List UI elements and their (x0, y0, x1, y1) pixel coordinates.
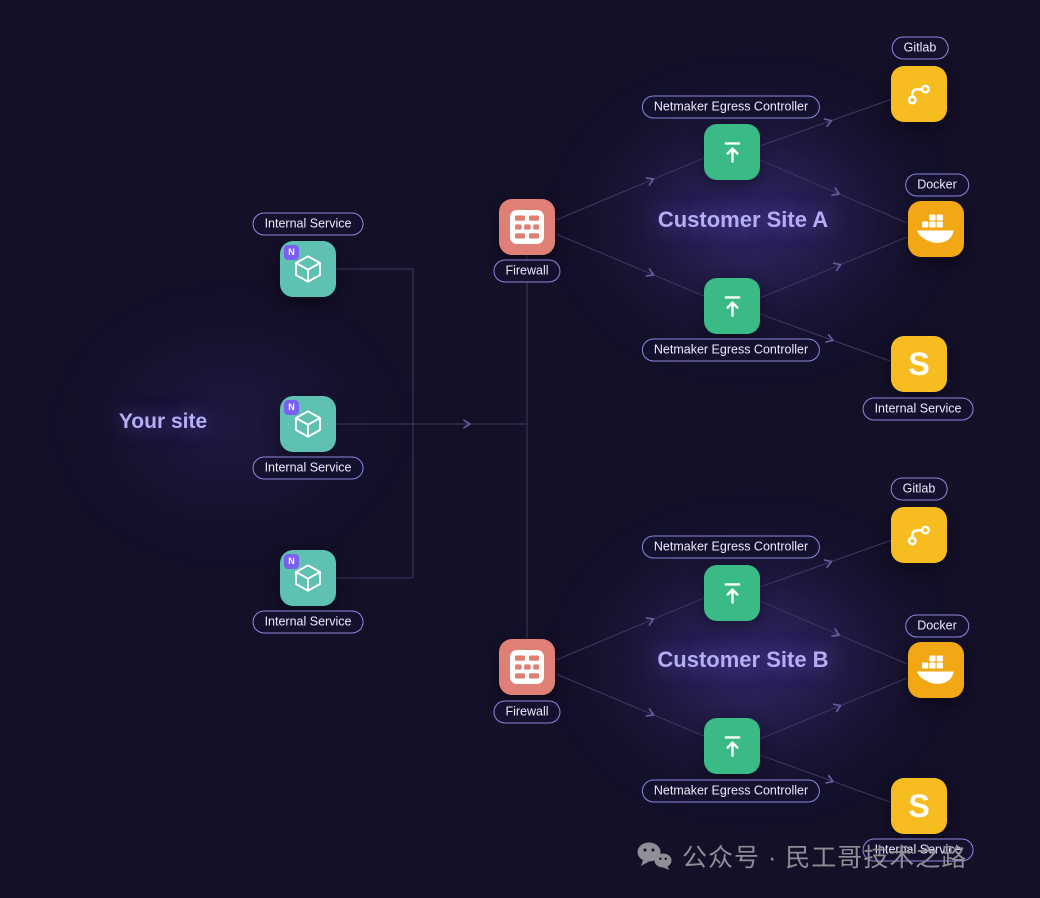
internal-service-node-1: N (280, 241, 336, 297)
internal-service-label-b: Internal Service (862, 838, 974, 862)
netmaker-badge: N (284, 400, 299, 415)
egress-controller-label-b1: Netmaker Egress Controller (641, 535, 821, 559)
gitlab-label-a: Gitlab (891, 36, 949, 60)
wechat-icon (636, 841, 672, 871)
firewall-node-1 (499, 199, 555, 255)
docker-node-b (908, 642, 964, 698)
watermark: 公众号 · 民工哥技术之路 (636, 838, 967, 874)
docker-node-a (908, 201, 964, 257)
docker-whale-icon (908, 201, 964, 257)
internal-service-node-3: N (280, 550, 336, 606)
egress-controller-label-a2: Netmaker Egress Controller (641, 338, 821, 362)
git-branch-icon (903, 519, 935, 551)
docker-label-b: Docker (905, 614, 969, 638)
firewall-label-2: Firewall (493, 700, 561, 724)
egress-controller-label-b2: Netmaker Egress Controller (641, 779, 821, 803)
internal-service-label-2: Internal Service (252, 456, 364, 480)
gitlab-node-a (891, 66, 947, 122)
firewall-icon (499, 639, 555, 695)
customer-site-a-title: Customer Site A (657, 207, 829, 232)
watermark-text: 公众号 · 民工哥技术之路 (682, 844, 968, 872)
egress-controller-node-a2 (704, 278, 760, 334)
internal-service-label-3: Internal Service (252, 610, 364, 634)
firewall-label-1: Firewall (493, 259, 561, 283)
firewall-icon (499, 199, 555, 255)
storage-service-node-a: S (891, 336, 947, 392)
git-branch-icon (903, 78, 935, 110)
docker-label-a: Docker (905, 173, 969, 197)
docker-whale-icon (908, 642, 964, 698)
upload-arrow-icon (718, 292, 747, 321)
egress-controller-node-a1 (704, 124, 760, 180)
netmaker-badge: N (284, 554, 299, 569)
storage-letter: S (908, 346, 930, 382)
upload-arrow-icon (718, 732, 747, 761)
firewall-node-2 (499, 639, 555, 695)
egress-controller-node-b1 (704, 565, 760, 621)
storage-service-node-b: S (891, 778, 947, 834)
upload-arrow-icon (718, 138, 747, 167)
internal-service-node-2: N (280, 396, 336, 452)
your-site-title: Your site (118, 410, 208, 433)
egress-controller-label-a1: Netmaker Egress Controller (641, 95, 821, 119)
internal-service-label-1: Internal Service (252, 212, 364, 236)
egress-controller-node-b2 (704, 718, 760, 774)
internal-service-label-a: Internal Service (862, 397, 974, 421)
gitlab-node-b (891, 507, 947, 563)
storage-letter: S (908, 788, 930, 824)
netmaker-badge: N (284, 245, 299, 260)
gitlab-label-b: Gitlab (890, 477, 948, 501)
upload-arrow-icon (718, 579, 747, 608)
customer-site-b-title: Customer Site B (657, 647, 829, 672)
